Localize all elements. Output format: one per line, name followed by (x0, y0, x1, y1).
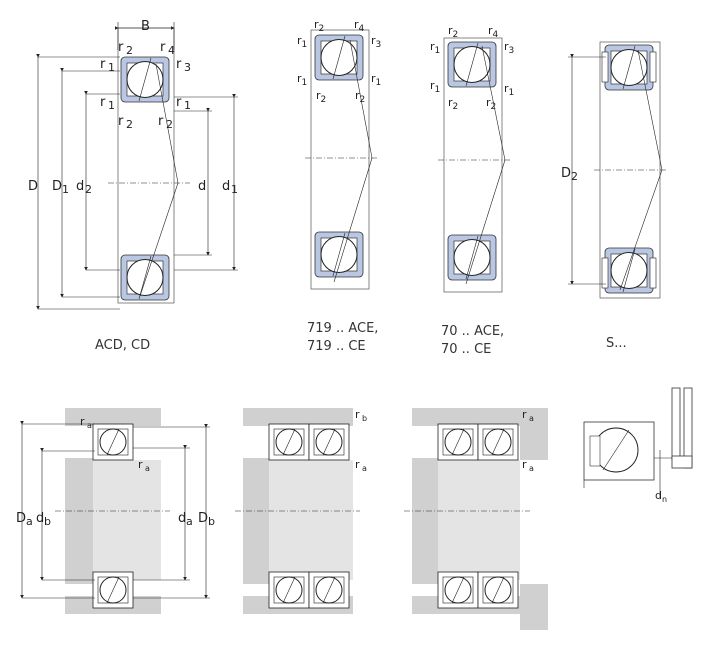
svg-text:r1: r1 (430, 40, 440, 56)
svg-text:r2: r2 (448, 96, 458, 112)
nut-detail-drawing: d n (583, 387, 693, 504)
ra-label-5: r (522, 458, 527, 471)
r2-sub-right: 2 (166, 118, 173, 131)
sealed-drawing: D 2 S... (561, 41, 668, 351)
dn-sub: n (662, 495, 667, 504)
r4-sub: 4 (168, 44, 175, 57)
ra-label-3: r (355, 458, 360, 471)
svg-text:r1: r1 (371, 72, 381, 88)
ra-sub-4: a (529, 414, 534, 423)
d1-label: d (222, 179, 230, 194)
svg-text:r2: r2 (316, 89, 326, 105)
ra-sub-5: a (529, 464, 534, 473)
svg-text:r1: r1 (504, 82, 514, 98)
svg-text:r2: r2 (355, 89, 365, 105)
d1-sub: 1 (231, 183, 238, 196)
ace-719-drawing: r2 r4 r1 r3 r1 r1 r2 r2 719 .. ACE, 719 … (297, 18, 381, 354)
db-label: d (36, 511, 44, 526)
caption-sealed: S... (606, 336, 627, 351)
r4-label: r (160, 40, 166, 55)
caption-719-line1: 719 .. ACE, (307, 321, 378, 336)
abutment-pair-drawing-2: r a r a (404, 408, 548, 630)
ra-sub-3: a (362, 464, 367, 473)
svg-text:r3: r3 (504, 40, 514, 56)
r1-label-right: r (176, 95, 182, 110)
r2-label-top: r (118, 40, 124, 55)
svg-text:r3: r3 (371, 34, 381, 50)
ra-label-1: r (80, 415, 85, 428)
ra-sub-1: a (87, 421, 92, 430)
d2-outer-label: D (561, 166, 571, 181)
r1-sub-top: 1 (108, 61, 115, 74)
r2-label-mid: r (118, 114, 124, 129)
acd-cd-drawing: B D D 1 d 2 d d 1 r 2 r 4 r 1 r 3 r 1 r … (28, 19, 238, 353)
ra-label-2: r (138, 458, 143, 471)
svg-text:r2: r2 (486, 96, 496, 112)
d2-outer-sub: 2 (571, 170, 578, 183)
abutment-pair-drawing-1: r b r a (235, 408, 367, 614)
svg-text:r1: r1 (297, 34, 307, 50)
r1-sub-right: 1 (184, 99, 191, 112)
r1-label-mid: r (100, 95, 106, 110)
caption-70-line2: 70 .. CE (441, 342, 491, 357)
r1-label-top: r (100, 57, 106, 72)
caption-719-line2: 719 .. CE (307, 339, 366, 354)
svg-text:r4: r4 (354, 18, 365, 34)
svg-text:r4: r4 (488, 24, 499, 40)
d1-outer-sub: 1 (62, 183, 69, 196)
r3-sub: 3 (184, 61, 191, 74)
r2-sub-mid: 2 (126, 118, 133, 131)
caption-acd-cd: ACD, CD (95, 338, 150, 353)
r2-sub-top: 2 (126, 44, 133, 57)
b-label: B (141, 19, 150, 34)
da-outer-label: D (16, 511, 26, 526)
da-label: d (178, 511, 186, 526)
db-outer-sub: b (208, 515, 215, 528)
d-outer-label: D (28, 179, 38, 194)
db-outer-label: D (198, 511, 208, 526)
r1-sub-mid: 1 (108, 99, 115, 112)
d-bore-label: d (198, 179, 206, 194)
abutment-single-drawing: D a d b d a D b r a r a (16, 408, 215, 614)
da-outer-sub: a (26, 515, 33, 528)
db-sub: b (44, 515, 51, 528)
rb-sub: b (362, 414, 367, 423)
rb-label: r (355, 408, 360, 421)
r3-label: r (176, 57, 182, 72)
d2-label: d (76, 179, 84, 194)
caption-70-line1: 70 .. ACE, (441, 324, 504, 339)
svg-text:r2: r2 (448, 24, 458, 40)
r2-label-right: r (158, 114, 164, 129)
svg-text:r1: r1 (430, 79, 440, 95)
da-sub: a (186, 515, 193, 528)
ra-label-4: r (522, 408, 527, 421)
ace-70-drawing: r2 r4 r1 r3 r1 r1 r2 r2 70 .. ACE, 70 ..… (430, 24, 514, 357)
ra-sub-2: a (145, 464, 150, 473)
svg-text:r1: r1 (297, 72, 307, 88)
svg-text:r2: r2 (314, 18, 324, 34)
dn-label: d (655, 489, 662, 502)
d1-outer-label: D (52, 179, 62, 194)
d2-sub: 2 (85, 183, 92, 196)
